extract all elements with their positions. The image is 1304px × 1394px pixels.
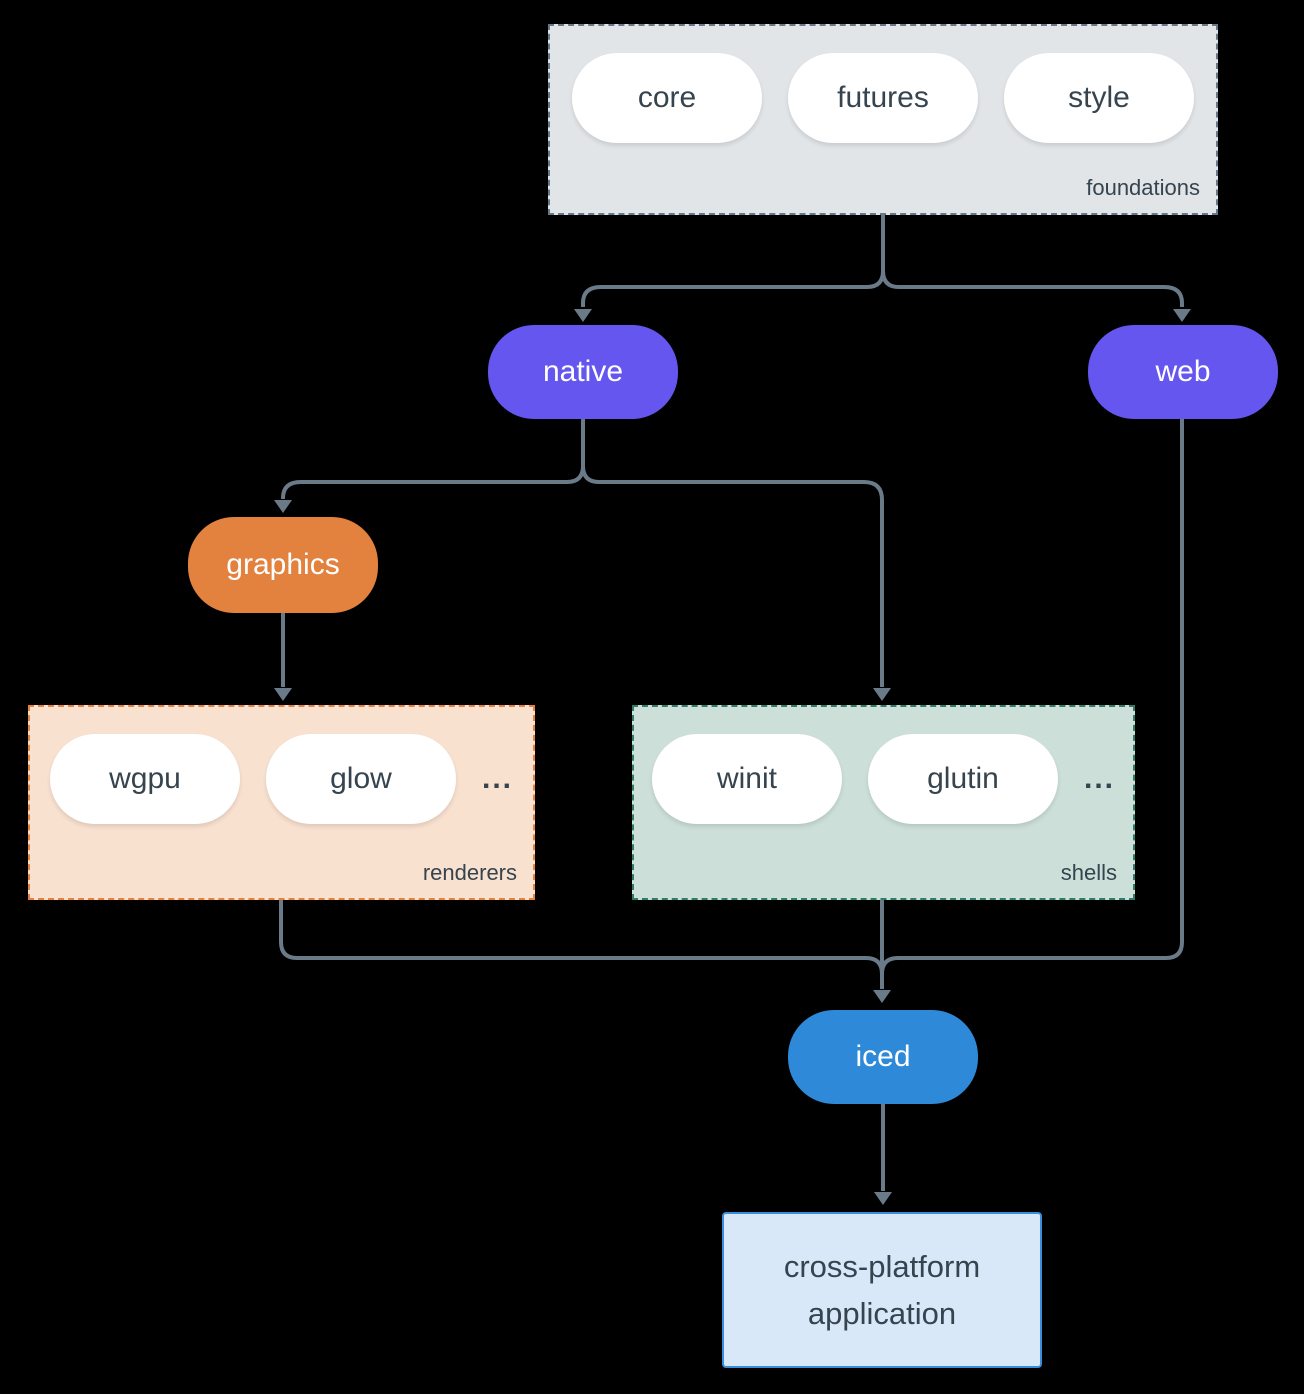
renderers-group: wgpu glow ... renderers: [28, 705, 535, 900]
pill-core: core: [572, 53, 762, 143]
node-iced: iced: [788, 1010, 978, 1104]
shells-group: winit glutin ... shells: [632, 705, 1135, 900]
foundations-group: core futures style foundations: [548, 24, 1218, 215]
foundations-group-label: foundations: [1086, 175, 1200, 200]
shells-group-label: shells: [1060, 860, 1117, 885]
edge-renderers-iced: [279, 898, 884, 975]
pill-glow: glow: [265, 734, 456, 824]
arrowhead-application: [874, 1192, 892, 1205]
edge-foundations-native: [581, 215, 885, 307]
arrowhead-shells: [873, 688, 891, 701]
cross-platform-application-box: cross-platform application: [722, 1212, 1042, 1368]
application-label-line2: application: [807, 1296, 957, 1331]
arrowhead-graphics: [274, 500, 292, 513]
renderers-group-label: renderers: [422, 860, 517, 885]
pill-winit: winit: [651, 734, 842, 824]
renderers-ellipsis: ...: [481, 762, 513, 795]
pill-wgpu: wgpu: [49, 734, 240, 824]
pill-style: style: [1004, 53, 1194, 143]
edge-native-graphics: [281, 419, 585, 499]
application-label-line1: cross-platform: [783, 1249, 981, 1284]
arrowhead-native: [574, 309, 592, 322]
pill-futures: futures: [788, 53, 978, 143]
edge-native-shells: [581, 419, 884, 687]
edge-foundations-web: [881, 215, 1184, 307]
node-native: native: [488, 325, 678, 419]
pill-glutin: glutin: [867, 734, 1058, 824]
node-graphics: graphics: [188, 517, 378, 613]
node-web: web: [1088, 325, 1278, 419]
arrowhead-web: [1173, 309, 1191, 322]
arrowhead-renderers: [274, 688, 292, 701]
arrowhead-iced: [873, 990, 891, 1003]
shells-ellipsis: ...: [1083, 762, 1115, 795]
